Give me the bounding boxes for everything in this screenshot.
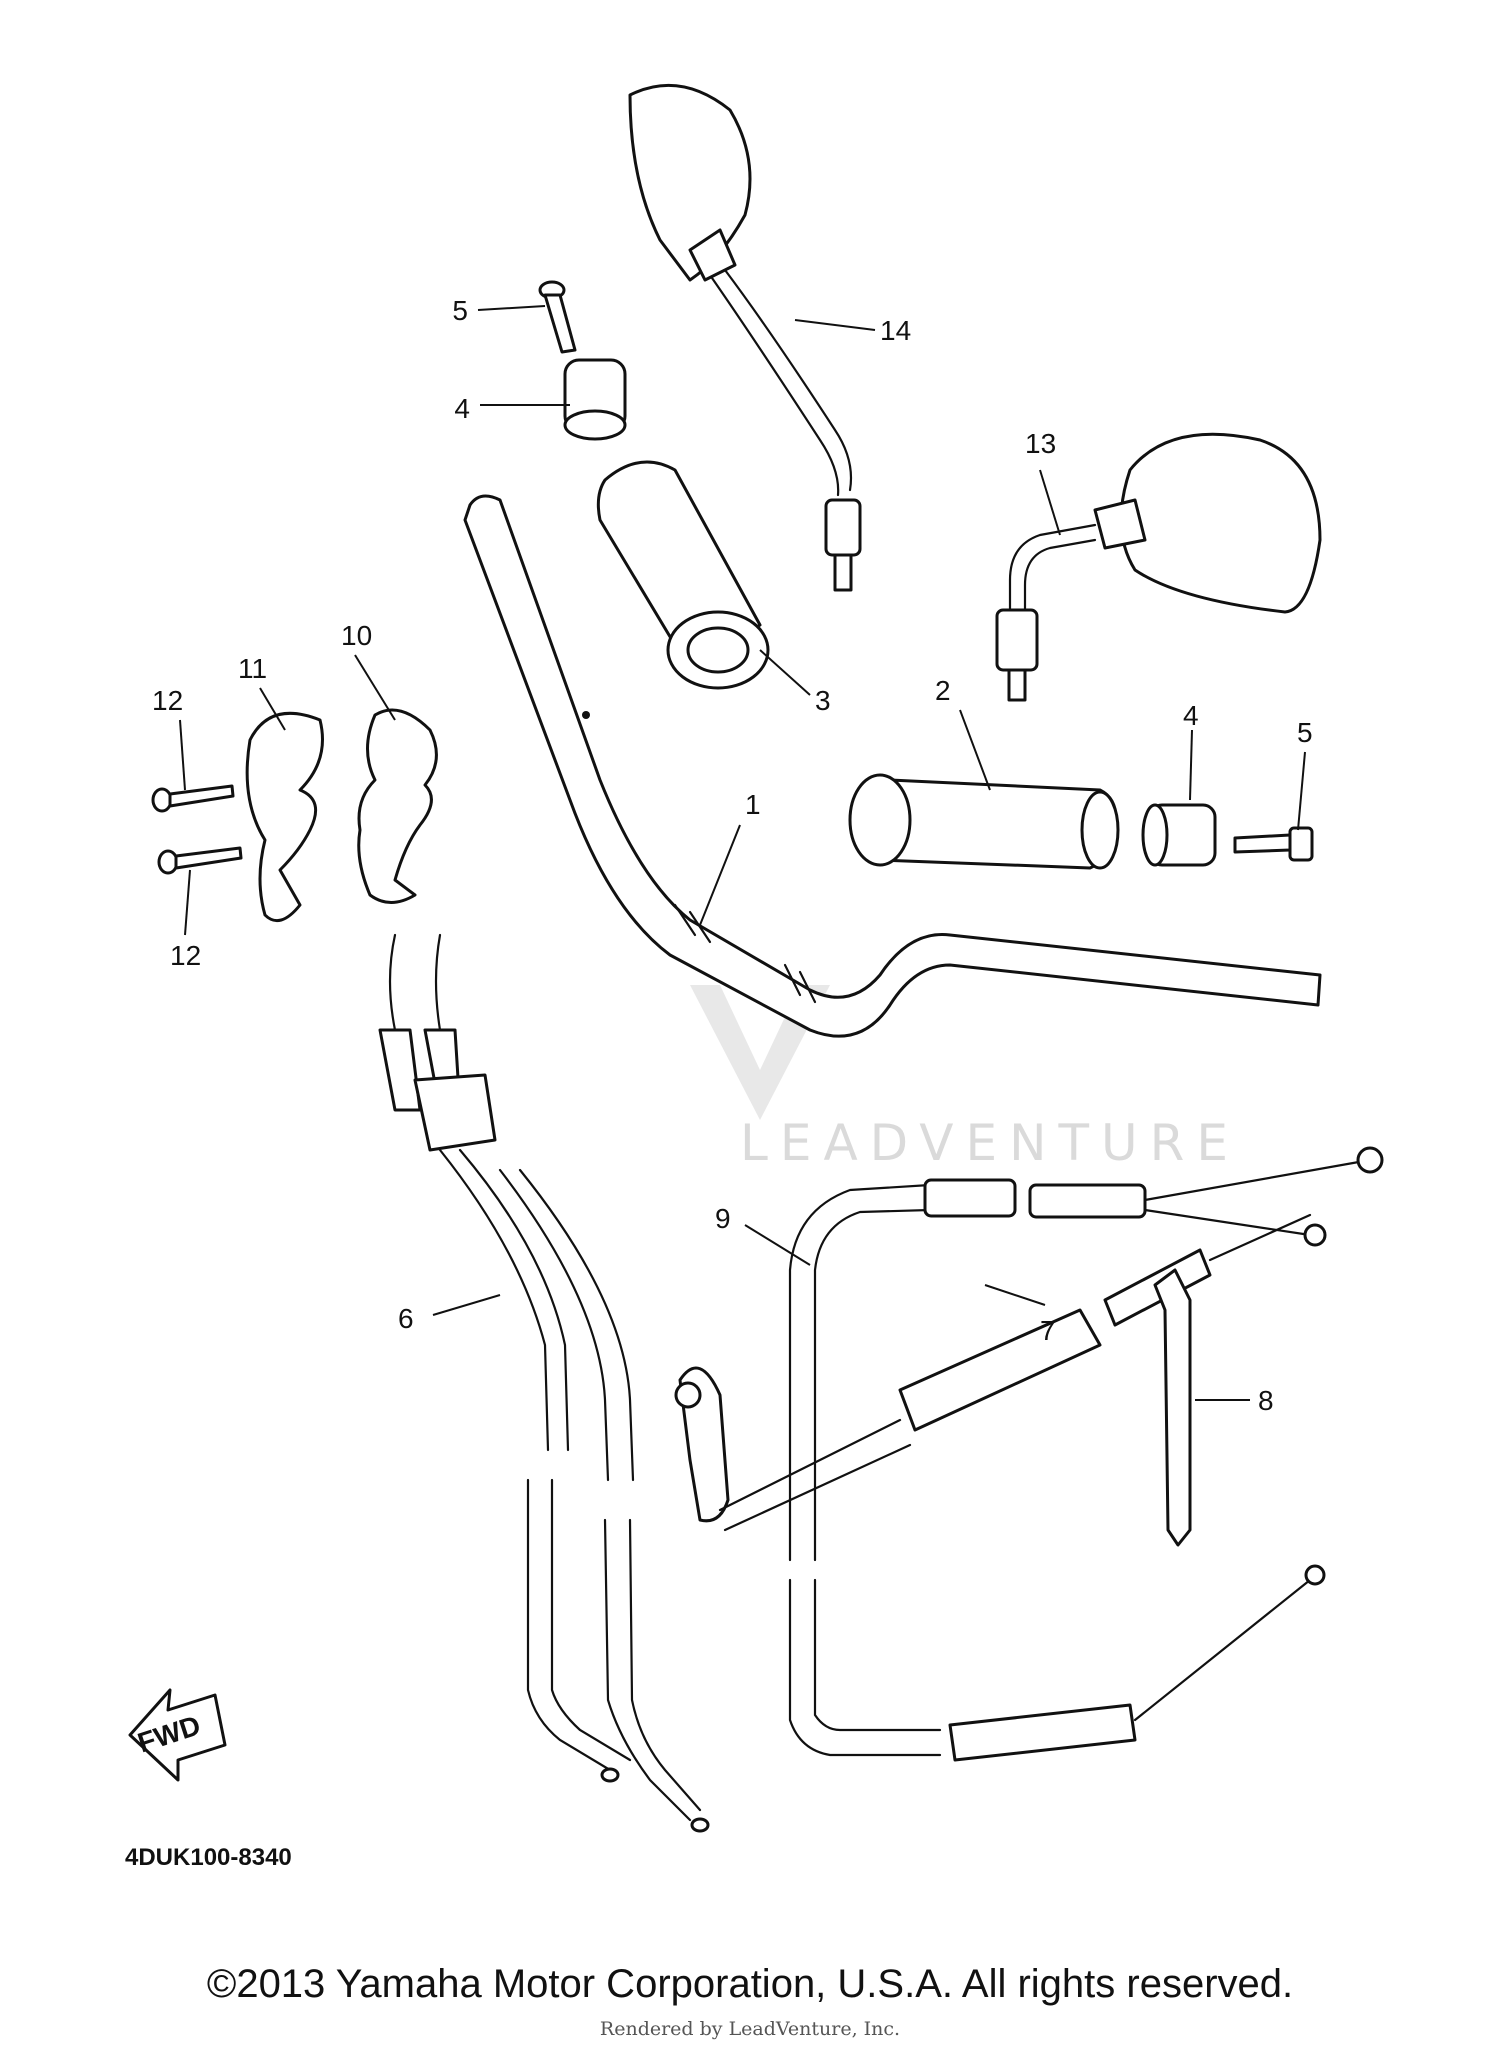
bracket-front xyxy=(357,708,438,904)
callout-14: 14 xyxy=(880,315,911,346)
rendered-by-notice: Rendered by LeadVenture, Inc. xyxy=(599,2018,901,2040)
callouts: 1 2 3 4 4 5 5 6 7 8 9 10 11 12 12 13 14 xyxy=(152,295,1313,1416)
clutch-cable xyxy=(788,1146,1384,1762)
copyright-notice: ©2013 Yamaha Motor Corporation, U.S.A. A… xyxy=(206,1962,1294,2006)
screw-upper xyxy=(151,784,235,813)
forward-arrow-icon: FWD xyxy=(128,1688,227,1782)
weight-lower xyxy=(1141,803,1217,867)
callout-5-lower: 5 xyxy=(1297,717,1313,748)
callout-11: 11 xyxy=(238,653,267,684)
callout-13: 13 xyxy=(1025,428,1056,459)
callout-8: 8 xyxy=(1258,1385,1274,1416)
mirror-right xyxy=(995,432,1322,702)
callout-12-upper: 12 xyxy=(152,685,183,716)
throttle-cables xyxy=(378,933,710,1833)
callout-3: 3 xyxy=(815,685,831,716)
handlebar xyxy=(463,494,1322,1038)
bolt-upper xyxy=(538,280,577,354)
bracket-rear xyxy=(245,711,324,923)
diagram-code: 4DUK100-8340 xyxy=(125,1844,292,1871)
cable-tie xyxy=(1153,1268,1192,1547)
weight-upper xyxy=(563,358,627,441)
watermark: LEADVENTURE xyxy=(690,985,1240,1172)
watermark-text: LEADVENTURE xyxy=(740,1114,1240,1172)
throttle-grip xyxy=(596,460,770,690)
screw-lower xyxy=(157,846,243,875)
callout-9: 9 xyxy=(715,1203,731,1234)
bolt-lower xyxy=(1233,826,1314,862)
callout-6: 6 xyxy=(398,1303,414,1334)
callout-5-upper: 5 xyxy=(452,295,468,326)
callout-2: 2 xyxy=(935,675,951,706)
callout-1: 1 xyxy=(745,789,761,820)
left-grip xyxy=(848,773,1120,870)
callout-4-lower: 4 xyxy=(1183,700,1199,731)
callout-4-upper: 4 xyxy=(454,393,470,424)
adjuster-cable xyxy=(674,1213,1312,1532)
callout-12-lower: 12 xyxy=(170,940,201,971)
mirror-left xyxy=(628,83,862,592)
callout-10: 10 xyxy=(341,620,372,651)
callout-7: 7 xyxy=(1040,1315,1056,1346)
leader-lines xyxy=(179,305,1306,1401)
